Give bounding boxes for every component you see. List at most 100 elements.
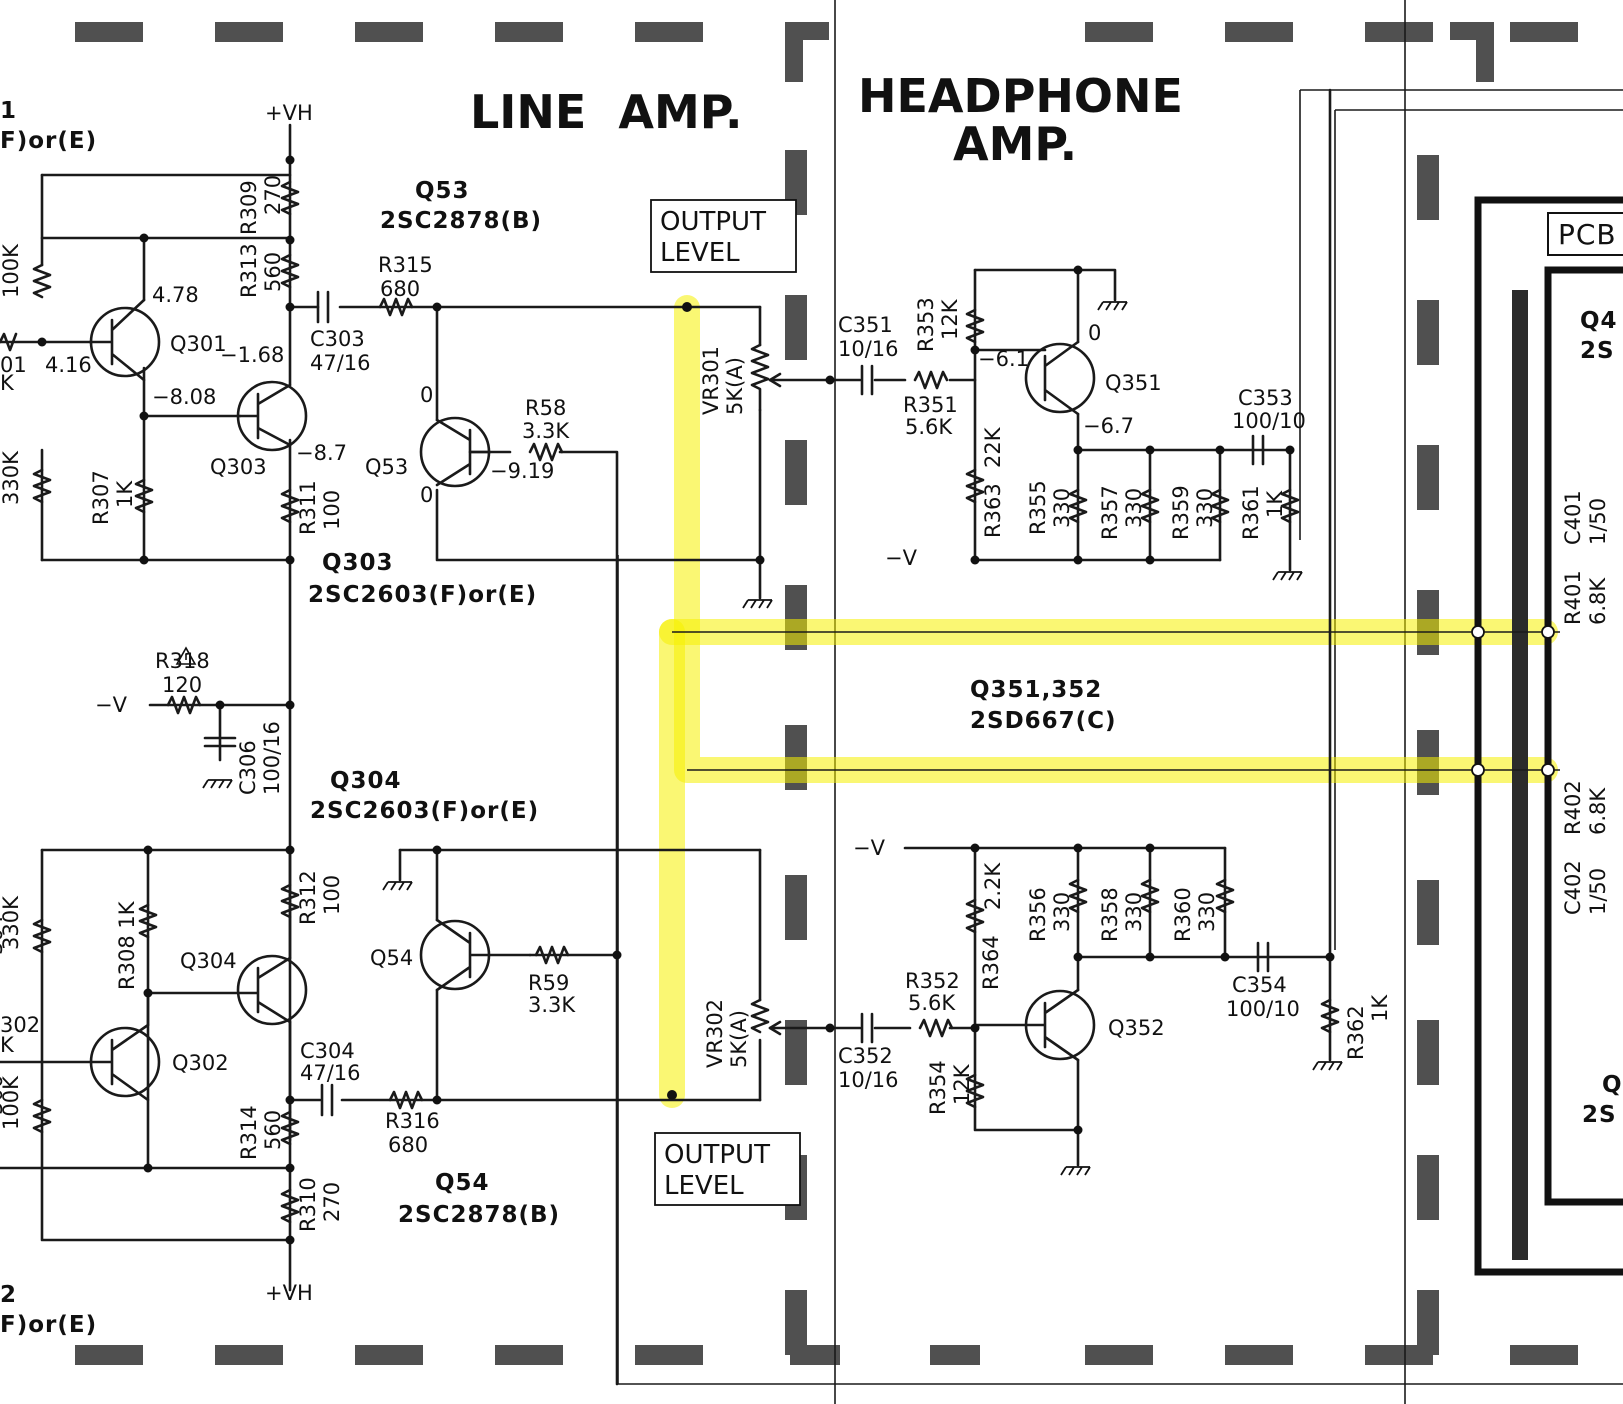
vh-bottom-label: +VH [265, 1281, 313, 1305]
border-dash [1417, 155, 1439, 220]
svg-text:1K: 1K [1368, 994, 1392, 1022]
svg-text:330K: 330K [0, 450, 23, 505]
headphone-amp-title-2: AMP. [953, 117, 1077, 171]
resistors-bottom [32, 695, 570, 1224]
svg-text:560: 560 [261, 1110, 285, 1150]
svg-text:R308 1K: R308 1K [115, 900, 139, 990]
border-dash [1417, 1020, 1439, 1085]
svg-text:R354: R354 [926, 1060, 950, 1115]
q54-title: Q54 [435, 1170, 490, 1196]
r318-ref: R318 [155, 649, 210, 673]
voltage-neg-1-68: −1.68 [220, 343, 284, 367]
svg-text:R307: R307 [89, 470, 113, 525]
vertical-labels: R309 270 R313 560 R307 1K R311 100 C306 … [0, 175, 1610, 1232]
r352-ref: R352 [905, 969, 960, 993]
svg-text:R361: R361 [1239, 485, 1263, 540]
border-dash [785, 440, 807, 505]
border-dash [635, 22, 703, 42]
svg-text:LEVEL: LEVEL [660, 238, 740, 268]
voltage-4-78: 4.78 [152, 283, 199, 307]
svg-text:2.2K: 2.2K [981, 862, 1005, 910]
border-dash [785, 875, 807, 940]
voltage-0-c: 0 [1088, 321, 1101, 345]
c353-ref: C353 [1238, 386, 1293, 410]
svg-text:R401: R401 [1561, 570, 1585, 625]
r351-ref: R351 [903, 393, 958, 417]
c354-ref: C354 [1232, 973, 1287, 997]
q301-transistor [88, 298, 161, 382]
neg-v-mid-label: −V [885, 546, 918, 570]
svg-text:330K: 330K [0, 895, 23, 950]
line-amp-top-wiring [0, 123, 762, 1386]
svg-text:330: 330 [1122, 892, 1146, 932]
q54-ref: Q54 [370, 946, 413, 970]
edge-fragment-bl1: 2 [0, 1282, 17, 1308]
svg-text:330: 330 [1050, 488, 1074, 528]
svg-text:C306: C306 [236, 740, 260, 795]
q303-transistor [236, 380, 308, 452]
svg-text:304: 304 [0, 915, 7, 955]
voltage-neg-8-08: −8.08 [152, 385, 216, 409]
q303-part: 2SC2603(F)or(E) [308, 582, 537, 608]
svg-text:1/50: 1/50 [1586, 868, 1610, 915]
svg-text:330: 330 [1193, 488, 1217, 528]
border-dash [495, 22, 563, 42]
q302-transistor [0, 1023, 161, 1102]
svg-text:R359: R359 [1169, 485, 1193, 540]
vr302-pot [750, 998, 832, 1036]
svg-text:VR301: VR301 [699, 346, 723, 415]
r58-value: 3.3K [522, 419, 570, 443]
headphone-amp-bottom-wiring [828, 88, 1332, 1167]
svg-text:R312: R312 [296, 870, 320, 925]
svg-text:330: 330 [1050, 892, 1074, 932]
border-dash [635, 1345, 703, 1365]
border-dash [1085, 1345, 1153, 1365]
svg-text:5K(A): 5K(A) [723, 357, 747, 415]
r351-value: 5.6K [905, 415, 953, 439]
r59-ref: R59 [528, 971, 569, 995]
svg-text:5K(A): 5K(A) [727, 1010, 751, 1068]
edge-fragment-tl2: F)or(E) [0, 128, 97, 154]
border-dash [1417, 1290, 1439, 1355]
corner-brackets [785, 22, 1494, 82]
drawing-border [75, 22, 1578, 1365]
c352-ref: C352 [838, 1044, 893, 1068]
border-dash [785, 1020, 807, 1085]
line-amp-title: LINE AMP. [470, 85, 743, 139]
headphone-resistors-top [913, 308, 1300, 524]
svg-text:R358: R358 [1098, 887, 1122, 942]
svg-text:306: 306 [0, 1075, 7, 1115]
q304-title: Q304 [330, 768, 402, 794]
svg-text:C401: C401 [1561, 490, 1585, 545]
border-dash [1417, 880, 1439, 945]
svg-text:R364: R364 [979, 935, 1003, 990]
q303-ref: Q303 [210, 455, 267, 479]
svg-text:1K: 1K [1263, 490, 1287, 518]
border-dash [785, 1290, 807, 1355]
border-dash [1417, 300, 1439, 365]
pcb-label: PCB [1558, 218, 1617, 251]
border-dash [215, 22, 283, 42]
svg-text:R313: R313 [237, 243, 261, 298]
edge-fragment-q4: Q4 [1580, 308, 1618, 334]
edge-fragment-bl2: F)or(E) [0, 1312, 97, 1338]
output-level-box-bottom: OUTPUT LEVEL [654, 1132, 801, 1206]
vr301-pot [750, 343, 832, 412]
svg-text:R311: R311 [296, 480, 320, 535]
headphone-resistors-bottom [918, 878, 1340, 1109]
svg-text:100/16: 100/16 [260, 721, 284, 795]
r316-value: 680 [388, 1133, 428, 1157]
svg-text:6.8K: 6.8K [1586, 787, 1610, 835]
svg-text:R309: R309 [237, 180, 261, 235]
svg-text:R353: R353 [914, 297, 938, 352]
q351-352-part: 2SD667(C) [970, 708, 1117, 734]
q304-part: 2SC2603(F)or(E) [310, 798, 539, 824]
svg-text:270: 270 [261, 175, 285, 215]
svg-text:C402: C402 [1561, 860, 1585, 915]
r58-ref: R58 [525, 396, 566, 420]
r315-ref: R315 [378, 253, 433, 277]
edge-fragment-01: 01 [0, 353, 27, 377]
edge-fragment-2s2: 2S [1582, 1102, 1617, 1128]
svg-text:270: 270 [320, 1182, 344, 1222]
